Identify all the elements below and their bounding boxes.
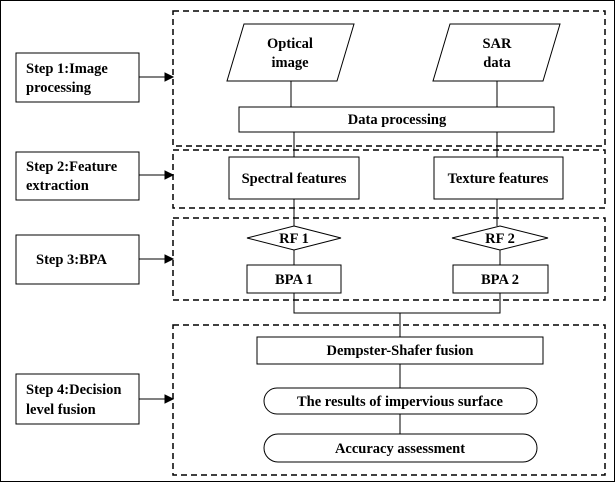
step4-label-line2: level fusion [26, 402, 96, 418]
accuracy-box [263, 433, 538, 463]
data-processing-box [238, 106, 555, 133]
region-step2 [172, 149, 606, 209]
results-box [263, 387, 538, 415]
connector-bpa-merge [293, 293, 501, 314]
optical-image-label-line1: Optical [267, 36, 313, 52]
ds-fusion-label: Dempster-Shafer fusion [326, 343, 473, 359]
rf2-label: RF 2 [485, 231, 515, 247]
step1-label-line1: Step 1:Image [26, 61, 108, 77]
results-label: The results of impervious surface [297, 394, 504, 410]
step3-label-box [15, 234, 140, 285]
bpa1-label: BPA 1 [275, 272, 313, 288]
step2-arrowhead [164, 170, 175, 180]
bpa2-label: BPA 2 [481, 272, 519, 288]
step2-label-line2: extraction [26, 178, 89, 194]
step1-label-box [15, 52, 140, 103]
step4-label-line1: Step 4:Decision [26, 382, 121, 398]
optical-image-label-line2: image [271, 55, 309, 71]
step3-label: Step 3:BPA [36, 252, 108, 268]
sar-data-label-line2: data [483, 55, 511, 71]
sar-data-label-line1: SAR [482, 36, 512, 52]
step2-label-line1: Step 2:Feature [26, 159, 118, 175]
rf1-diamond [246, 225, 342, 251]
step3-arrowhead [164, 254, 175, 264]
step4-arrowhead [164, 394, 175, 404]
step4-label-box [15, 373, 140, 425]
rf2-diamond [451, 225, 549, 251]
ds-fusion-box [256, 336, 544, 365]
step1-label-line2: processing [26, 80, 92, 96]
bpa1-box [246, 264, 342, 294]
texture-features-box [433, 156, 564, 200]
rf1-label: RF 1 [279, 231, 309, 247]
accuracy-label: Accuracy assessment [335, 441, 465, 457]
bpa2-box [452, 264, 549, 294]
step1-arrowhead [164, 72, 175, 82]
region-step1 [172, 10, 606, 147]
region-step4 [172, 324, 606, 476]
step2-label-box [15, 151, 140, 201]
sar-data-shape [432, 23, 561, 82]
spectral-features-label: Spectral features [242, 171, 347, 187]
texture-features-label: Texture features [448, 171, 549, 187]
optical-image-shape [226, 23, 355, 82]
region-step3 [172, 217, 606, 301]
data-processing-label: Data processing [348, 112, 447, 128]
spectral-features-box [228, 156, 360, 200]
